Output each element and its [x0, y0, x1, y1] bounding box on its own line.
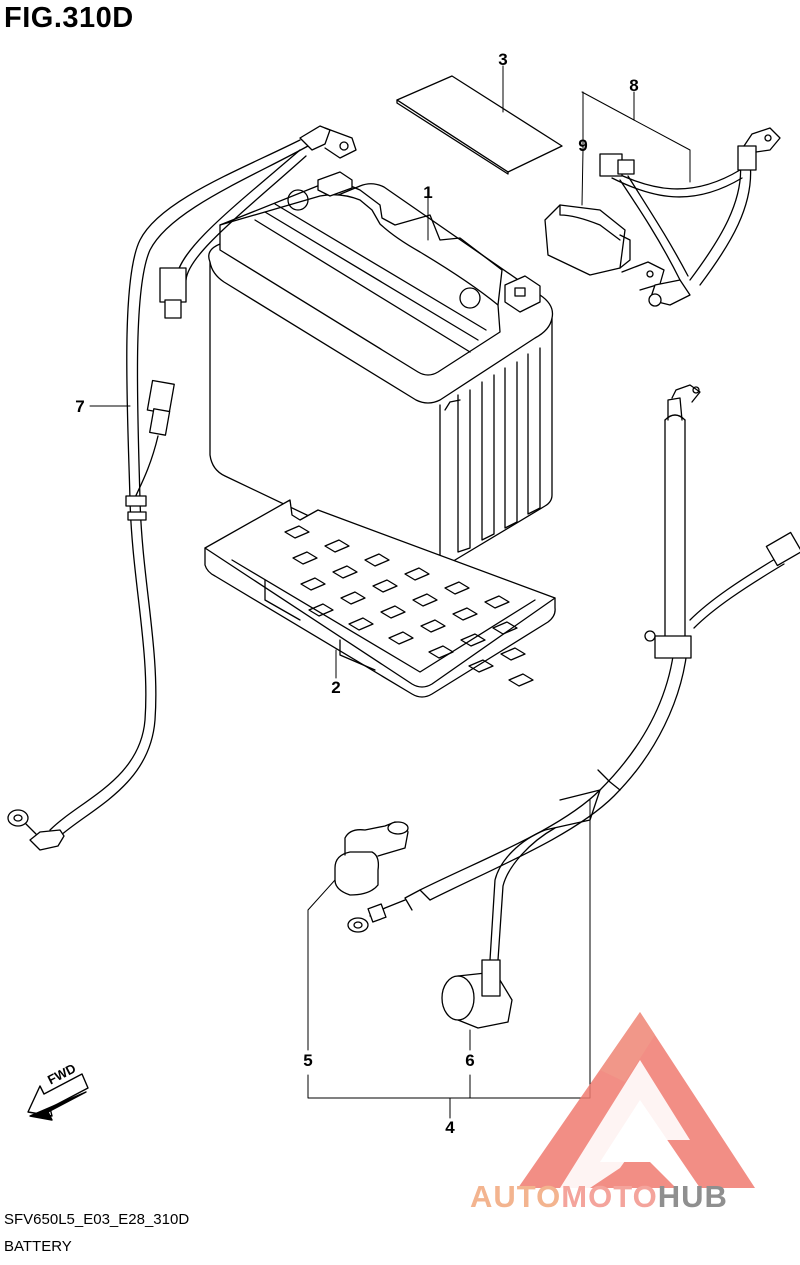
tray-slot [508, 673, 534, 687]
tray-slot [444, 581, 470, 595]
tray-slot [300, 577, 326, 591]
callout-1: 1 [423, 183, 433, 202]
terminal-boot-part-5 [334, 821, 409, 896]
fuse-cable-part-8 [599, 127, 781, 307]
fwd-arrow-icon [27, 1073, 89, 1121]
tray-slot [484, 595, 510, 609]
figure-title: FIG.310D [4, 2, 134, 34]
tray-slot [380, 605, 406, 619]
tray-slot [404, 567, 430, 581]
battery-part-1 [208, 171, 554, 572]
tray-slot [468, 659, 494, 673]
battery-harness-part-7 [7, 125, 357, 851]
terminal-cap-part-9 [544, 204, 631, 276]
callout-5: 5 [303, 1051, 313, 1070]
callout-9: 9 [578, 136, 588, 155]
watermark-wordmark: AUTOMOTOHUB [470, 1179, 728, 1215]
figure-name: BATTERY [4, 1238, 72, 1255]
tray-slot [500, 647, 526, 661]
tray-slot-grid [284, 525, 534, 687]
tray-slot [284, 525, 310, 539]
tray-slot [428, 645, 454, 659]
tray-slot [308, 603, 334, 617]
tray-slot [348, 617, 374, 631]
callout-7: 7 [75, 397, 85, 416]
watermark-logo-icon [518, 1012, 755, 1188]
tray-slot [324, 539, 350, 553]
battery-tray-part-2 [204, 499, 556, 698]
watermark-word-3: HUB [657, 1179, 728, 1214]
figure-code: SFV650L5_E03_E28_310D [4, 1211, 190, 1228]
tray-slot [492, 621, 518, 635]
tray-slot [332, 565, 358, 579]
watermark-word-2: MOTO [561, 1179, 658, 1214]
sensor-part-6 [441, 959, 513, 1029]
battery-pad-part-3 [396, 75, 563, 175]
callout-6: 6 [465, 1051, 475, 1070]
tray-slot [460, 633, 486, 647]
tray-slot [420, 619, 446, 633]
callout-4: 4 [445, 1118, 455, 1137]
starter-cable-part-4 [347, 384, 800, 961]
tray-slot [372, 579, 398, 593]
tray-slot [412, 593, 438, 607]
tray-slot [364, 553, 390, 567]
tray-slot [452, 607, 478, 621]
watermark-word-1: AUTO [470, 1179, 562, 1214]
tray-slot [388, 631, 414, 645]
callout-3: 3 [498, 50, 508, 69]
tray-slot [292, 551, 318, 565]
tray-slot [340, 591, 366, 605]
callout-8: 8 [629, 76, 639, 95]
callout-leaders [89, 65, 691, 1119]
callout-2: 2 [331, 678, 341, 697]
